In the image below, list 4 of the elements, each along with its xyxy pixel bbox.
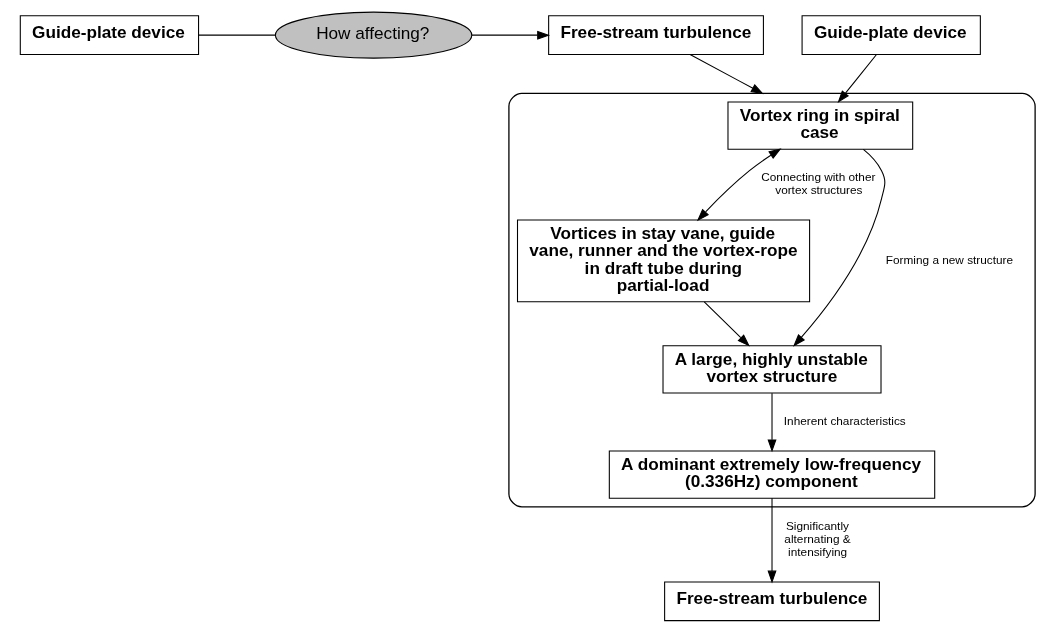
edge-label: Connecting with other vortex structures bbox=[760, 170, 875, 198]
edge-label: Forming a new structure bbox=[885, 252, 1013, 267]
edge-label: Inherent characteristics bbox=[783, 413, 906, 428]
edge-label: Significantly alternating & intensifying bbox=[783, 519, 851, 559]
